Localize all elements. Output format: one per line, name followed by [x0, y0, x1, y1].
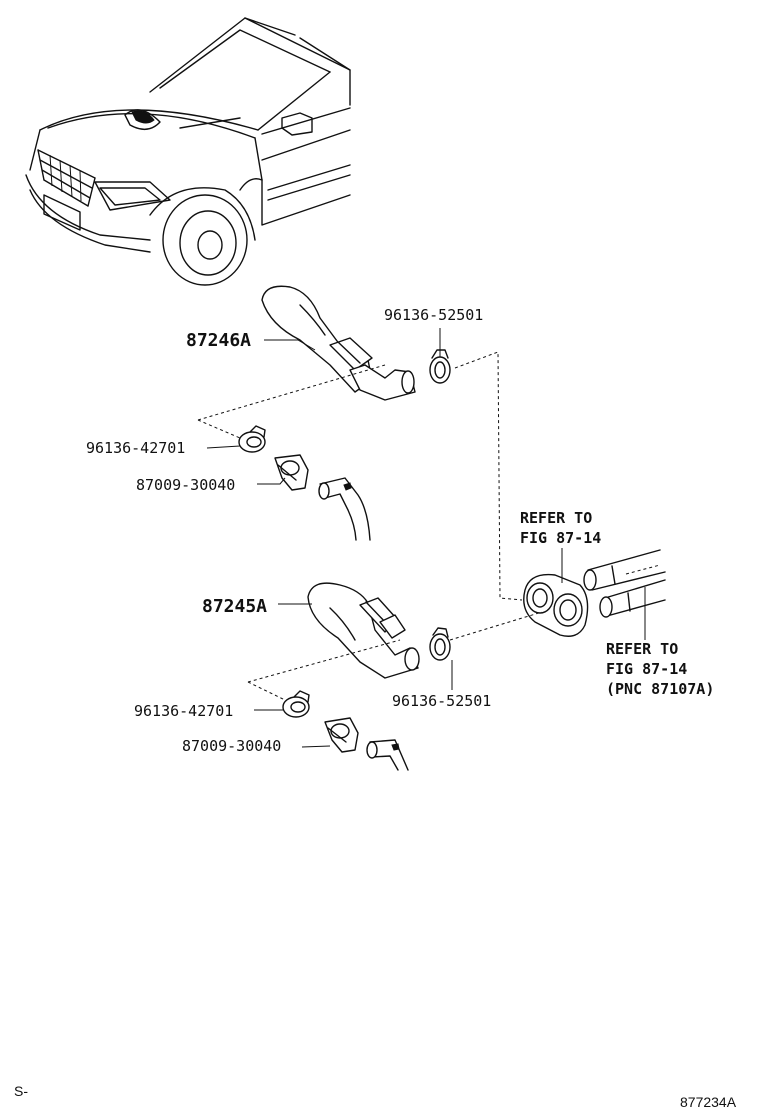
- heater-pipes: [583, 549, 666, 618]
- grommet-icon: [324, 717, 359, 753]
- part-label-87246a: 87246A: [186, 330, 251, 351]
- part-label-87245a: 87245A: [202, 596, 267, 617]
- heater-unit-fitting: [523, 573, 589, 637]
- pipe-stub-icon: [318, 477, 371, 541]
- alignment-lines: [197, 351, 543, 701]
- ref-pipes-line1: REFER TO: [606, 640, 678, 658]
- part-label-upper-clamp-right: 96136-52501: [384, 306, 483, 324]
- footer-left-code: S-: [14, 1083, 28, 1099]
- ref-heater-line2: FIG 87-14: [520, 529, 601, 547]
- part-label-lower-clamp-right: 96136-52501: [392, 692, 491, 710]
- lower-hose-assembly: [282, 582, 451, 771]
- ref-pipes-line2: FIG 87-14: [606, 660, 687, 678]
- part-label-upper-grommet: 87009-30040: [136, 476, 235, 494]
- car-illustration: [25, 17, 351, 286]
- part-label-lower-grommet: 87009-30040: [182, 737, 281, 755]
- upper-hose-assembly: [238, 285, 451, 541]
- part-label-upper-clamp-left: 96136-42701: [86, 439, 185, 457]
- clamp-icon: [238, 425, 266, 453]
- leader-lines: [206, 328, 646, 748]
- clamp-icon: [429, 627, 451, 661]
- clamp-icon: [282, 690, 310, 718]
- figure-id: 877234A: [680, 1094, 737, 1110]
- part-label-lower-clamp-left: 96136-42701: [134, 702, 233, 720]
- pipe-stub-icon: [366, 739, 409, 771]
- grommet-icon: [274, 454, 309, 491]
- ref-pipes-line3: (PNC 87107A): [606, 680, 714, 698]
- ref-heater-line1: REFER TO: [520, 509, 592, 527]
